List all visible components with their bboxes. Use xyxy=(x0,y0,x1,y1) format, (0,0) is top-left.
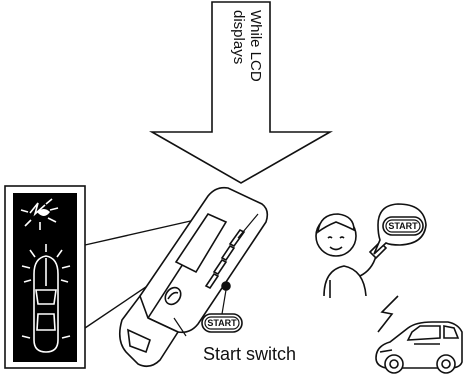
down-arrow-icon: While LCD displays xyxy=(148,1,334,184)
speech-bubble-label: START xyxy=(388,221,418,231)
smart-key-remote-icon xyxy=(118,186,269,368)
start-button-label: START xyxy=(207,318,237,328)
arrow-text-line1: While LCD xyxy=(247,10,264,82)
speech-bubble-start-icon: START xyxy=(382,216,424,236)
start-switch-caption: Start switch xyxy=(203,344,297,364)
car-starting-icon xyxy=(375,295,463,374)
arrow-text-line2: displays xyxy=(230,10,247,64)
signal-icon xyxy=(20,198,59,230)
car-top-view-icon xyxy=(21,244,71,353)
lcd-panel xyxy=(4,185,196,369)
start-button-icon: START xyxy=(201,313,243,333)
